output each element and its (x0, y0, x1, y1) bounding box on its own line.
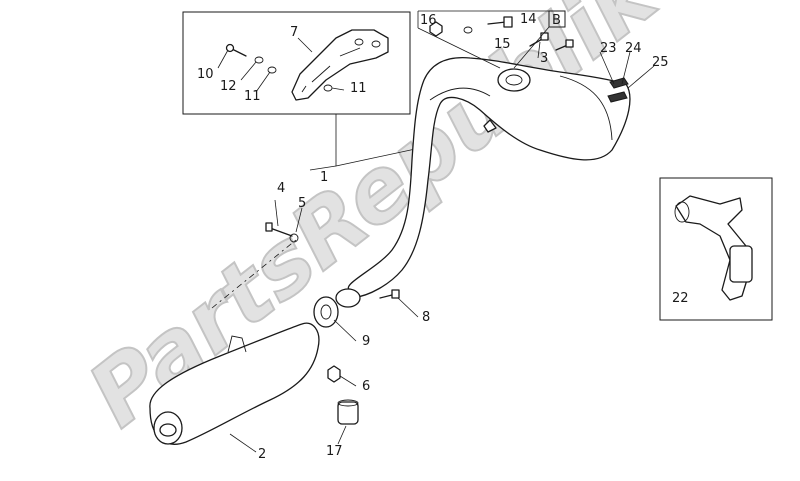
callout-10: 10 (197, 67, 214, 82)
washer-15 (463, 26, 473, 34)
callout-25: 25 (652, 55, 669, 70)
callout-9: 9 (362, 334, 370, 349)
assembly-line (211, 239, 297, 309)
callout-12: 12 (220, 79, 237, 94)
callout-2: 2 (258, 447, 266, 462)
callout-14: 14 (520, 12, 537, 27)
nut-6 (327, 365, 341, 383)
callout-15: 15 (494, 37, 511, 52)
washer-11-b (323, 84, 333, 92)
bolt-4 (265, 222, 293, 237)
bolt-14 (487, 16, 513, 28)
callout-11-a: 11 (244, 89, 261, 104)
callout-16: 16 (420, 13, 437, 28)
spacer-17 (337, 399, 359, 425)
bolt-8 (379, 289, 400, 299)
callout-4: 4 (277, 181, 285, 196)
callout-8: 8 (422, 310, 430, 325)
callout-11-b: 11 (350, 81, 367, 96)
muffler (149, 322, 320, 445)
callout-24: 24 (625, 41, 642, 56)
callout-17: 17 (326, 444, 343, 459)
callout-6: 6 (362, 379, 370, 394)
inset-box-alternate-pipe (659, 177, 773, 321)
alternate-pipe-22 (674, 195, 753, 301)
reference-box-label: B (552, 13, 561, 28)
callout-1: 1 (320, 170, 328, 185)
watermark: PartsRepublik (70, 0, 678, 447)
washer-12 (254, 56, 264, 64)
exhaust-header-pipe (347, 56, 631, 299)
callout-7: 7 (290, 25, 298, 40)
washer-5 (289, 233, 299, 243)
callout-23: 23 (600, 41, 617, 56)
nut-16 (429, 21, 443, 37)
spring-clamp (607, 77, 629, 103)
callout-22: 22 (672, 291, 689, 306)
heat-shield (291, 29, 389, 101)
leader-1-pipe (309, 165, 337, 171)
gasket-9 (313, 296, 339, 328)
callout-5: 5 (298, 196, 306, 211)
washer-11-a (267, 66, 277, 74)
callout-3: 3 (540, 51, 548, 66)
inset-box-heat-shield (182, 11, 411, 115)
screw-10 (225, 43, 247, 57)
pipe-flange (335, 288, 361, 308)
leader-box-b (418, 10, 550, 69)
